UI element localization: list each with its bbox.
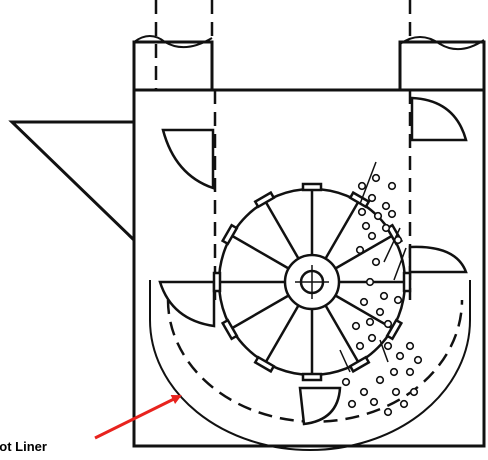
particle (409, 387, 419, 397)
rotor-paddle (402, 271, 412, 293)
particle (395, 351, 405, 361)
particle (381, 201, 391, 211)
rotor-paddle (212, 271, 222, 293)
bucket-mid-right (408, 245, 468, 274)
particle (365, 277, 375, 287)
rotor-spoke (230, 234, 290, 270)
particle (355, 341, 365, 351)
particle (387, 209, 397, 219)
flow-arrow-3 (393, 247, 407, 281)
rotor-spoke (230, 294, 290, 330)
rotor-paddle (348, 190, 371, 209)
particle (405, 341, 415, 351)
particle (359, 297, 369, 307)
particle (341, 377, 351, 387)
flow-arrow-1 (359, 161, 377, 205)
particle (369, 397, 379, 407)
particle (351, 321, 361, 331)
rotor (212, 182, 412, 382)
particle (367, 231, 377, 241)
flow-arrow-2 (383, 227, 401, 263)
rotor-spoke (334, 234, 394, 270)
housing (8, 35, 486, 451)
bucket-mid-left (158, 280, 216, 328)
rotor-paddle (253, 190, 276, 209)
callout-arrow (94, 394, 182, 440)
particle (391, 387, 401, 397)
particle (375, 307, 385, 317)
u-liner (149, 280, 471, 451)
bucket-upper-right (410, 96, 468, 142)
rotor-paddle (301, 372, 323, 382)
particle (365, 317, 375, 327)
particle (413, 355, 423, 365)
particle (383, 341, 393, 351)
right-duct (398, 40, 486, 90)
buckets (158, 96, 468, 426)
particle (371, 173, 381, 183)
particle (357, 181, 367, 191)
rotor-paddle (220, 318, 239, 341)
particle (375, 375, 385, 385)
bucket-bottom (298, 386, 342, 426)
flow-arrow-4 (339, 349, 351, 373)
flow-arrows (339, 161, 407, 373)
rotor-spoke (324, 200, 360, 260)
flow-arrow-5 (379, 339, 389, 363)
particle (347, 399, 357, 409)
particle (393, 295, 403, 305)
particle (405, 367, 415, 377)
particle (399, 399, 409, 409)
particle (355, 245, 365, 255)
particle (379, 291, 389, 301)
particle (373, 211, 383, 221)
rotor-paddle (253, 355, 276, 374)
particle (359, 387, 369, 397)
rotor-paddle (348, 355, 371, 374)
left-duct (132, 40, 214, 90)
rotor-spoke (264, 200, 300, 260)
right-duct-break (399, 36, 485, 51)
particle (361, 221, 371, 231)
left-duct-break (133, 35, 213, 49)
particle (367, 333, 377, 343)
particle (387, 181, 397, 191)
rotor-paddle (385, 318, 404, 341)
rotor-spoke (324, 304, 360, 364)
rotor-spoke (264, 304, 300, 364)
particle (389, 367, 399, 377)
rotor-spoke (334, 294, 394, 330)
rotor-paddle (220, 223, 239, 246)
particle (383, 319, 393, 329)
particle (381, 223, 391, 233)
particle (357, 207, 367, 217)
particles (341, 173, 423, 417)
slot-liner-label: Slot Liner (0, 439, 47, 454)
housing-outline (132, 88, 486, 448)
feed-hopper (8, 120, 136, 242)
particle (371, 257, 381, 267)
bucket-upper-left (161, 128, 215, 190)
particle (367, 193, 377, 203)
particle (383, 407, 393, 417)
rotor-paddle (301, 182, 323, 192)
